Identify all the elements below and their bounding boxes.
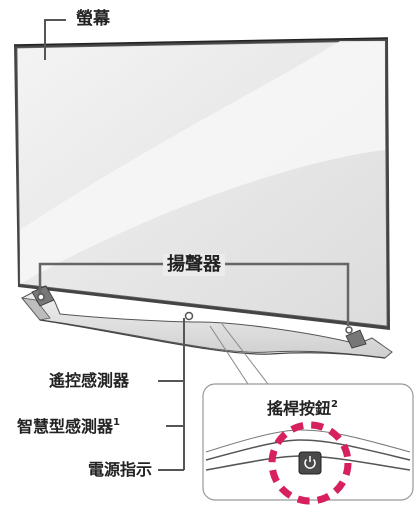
joystick-button-label: 搖桿按鈕2 [267, 400, 338, 417]
callout-pointer [209, 323, 269, 385]
joystick-callout [202, 383, 414, 505]
joystick-button-footnote: 2 [331, 399, 338, 410]
screen-label: 螢幕 [76, 9, 110, 29]
joystick-button [298, 451, 322, 475]
sensor-leaders [158, 318, 185, 471]
screen-leader [44, 19, 66, 60]
smart-sensor-footnote: 1 [113, 417, 120, 428]
highlight-circle [268, 421, 352, 505]
power-icon [304, 456, 316, 469]
tv-screen [13, 37, 390, 330]
tv-stand [21, 285, 393, 359]
left-marker [37, 293, 45, 301]
speaker-label: 揚聲器 [163, 254, 225, 276]
power-indicator-label: 電源指示 [88, 460, 153, 479]
remote-sensor-label: 遙控感測器 [49, 371, 130, 390]
smart-sensor-text: 智慧型感測器 [17, 417, 114, 436]
sensor-marker [184, 311, 194, 321]
joystick-button-text: 搖桿按鈕 [267, 399, 332, 418]
smart-sensor-label: 智慧型感測器1 [17, 418, 120, 435]
right-marker [345, 326, 353, 334]
